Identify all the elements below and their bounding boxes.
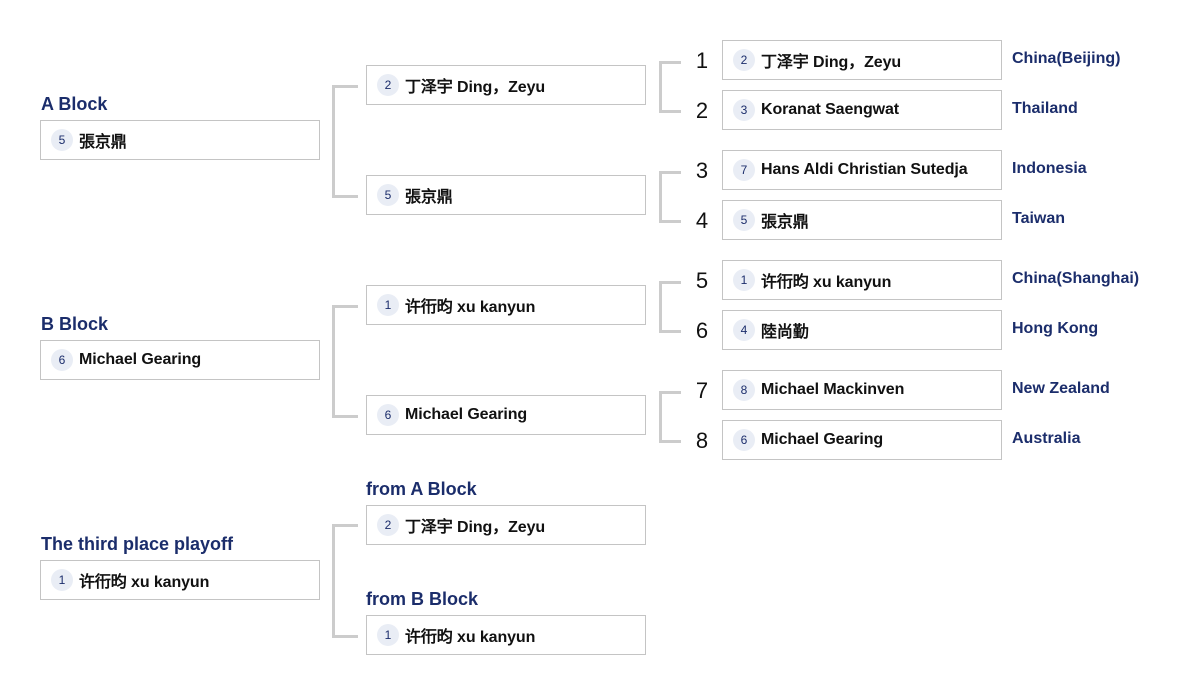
a-block-winner[interactable]: 5 張京鼎 (40, 120, 320, 160)
player-name: 張京鼎 (761, 214, 809, 231)
entrant-row[interactable]: 4 陸尚勤 (722, 310, 1002, 350)
player-name: Michael Gearing (405, 406, 528, 423)
b-block-connector (332, 305, 358, 418)
seed-badge: 8 (733, 379, 755, 401)
seed-badge: 2 (377, 74, 399, 96)
third-place-heading: The third place playoff (41, 534, 234, 554)
seed-badge: 1 (733, 269, 755, 291)
seed-badge: 1 (377, 294, 399, 316)
player-name: 張京鼎 (405, 189, 453, 206)
country-label: China(Beijing) (1012, 50, 1121, 67)
rank-number: 7 (695, 378, 709, 403)
player-name: Michael Mackinven (761, 381, 905, 398)
country-label: Indonesia (1012, 160, 1087, 177)
player-name: 張京鼎 (79, 134, 127, 151)
seed-badge: 2 (377, 514, 399, 536)
seed-badge: 5 (51, 129, 73, 151)
a-block-heading: A Block (41, 94, 108, 114)
third-place-semi-2[interactable]: 1 许衎昀 xu kanyun (366, 615, 646, 655)
country-label: Hong Kong (1012, 320, 1099, 337)
country-label: Taiwan (1012, 210, 1066, 227)
rank-number: 5 (695, 268, 709, 293)
player-name: Michael Gearing (761, 431, 884, 448)
player-name: Hans Aldi Christian Sutedja (761, 161, 968, 178)
player-name: 许衎昀 xu kanyun (405, 629, 536, 646)
seed-badge: 6 (377, 404, 399, 426)
entrant-row[interactable]: 1 许衎昀 xu kanyun (722, 260, 1002, 300)
a-block-semi-2[interactable]: 5 張京鼎 (366, 175, 646, 215)
player-name: Michael Gearing (79, 351, 202, 368)
a-block-semi-1[interactable]: 2 丁泽宇 Ding，Zeyu (366, 65, 646, 105)
country-label: Thailand (1012, 100, 1078, 117)
rank-number: 4 (695, 208, 709, 233)
b-block-semi-1[interactable]: 1 许衎昀 xu kanyun (366, 285, 646, 325)
entrant-row[interactable]: 8 Michael Mackinven (722, 370, 1002, 410)
player-name: 许衎昀 xu kanyun (79, 574, 210, 591)
rank-number: 8 (695, 428, 709, 453)
player-name: 丁泽宇 Ding，Zeyu (405, 519, 546, 536)
from-a-block-label: from A Block (366, 479, 477, 499)
seed-badge: 2 (733, 49, 755, 71)
b-block-heading: B Block (41, 314, 109, 334)
rank-number: 2 (695, 98, 709, 123)
player-name: 许衎昀 xu kanyun (761, 274, 892, 291)
rank-number: 6 (695, 318, 709, 343)
seed-badge: 1 (51, 569, 73, 591)
entrant-row[interactable]: 5 張京鼎 (722, 200, 1002, 240)
pair-1-connector (659, 61, 681, 113)
entrant-row[interactable]: 2 丁泽宇 Ding，Zeyu (722, 40, 1002, 80)
b-block-semi-2[interactable]: 6 Michael Gearing (366, 395, 646, 435)
entrant-row[interactable]: 3 Koranat Saengwat (722, 90, 1002, 130)
seed-badge: 6 (51, 349, 73, 371)
seed-badge: 1 (377, 624, 399, 646)
seed-badge: 7 (733, 159, 755, 181)
seed-badge: 5 (377, 184, 399, 206)
pair-2-connector (659, 171, 681, 223)
rank-number: 1 (695, 48, 709, 73)
seed-badge: 4 (733, 319, 755, 341)
seed-badge: 3 (733, 99, 755, 121)
b-block-winner[interactable]: 6 Michael Gearing (40, 340, 320, 380)
pair-4-connector (659, 391, 681, 443)
player-name: 丁泽宇 Ding，Zeyu (405, 79, 546, 96)
third-place-semi-1[interactable]: 2 丁泽宇 Ding，Zeyu (366, 505, 646, 545)
player-name: Koranat Saengwat (761, 101, 899, 118)
player-name: 丁泽宇 Ding，Zeyu (761, 54, 902, 71)
from-b-block-label: from B Block (366, 589, 479, 609)
country-label: China(Shanghai) (1012, 270, 1140, 287)
seed-badge: 5 (733, 209, 755, 231)
country-label: Australia (1012, 430, 1081, 447)
country-label: New Zealand (1012, 380, 1110, 397)
player-name: 陸尚勤 (761, 324, 809, 341)
rank-number: 3 (695, 158, 709, 183)
pair-3-connector (659, 281, 681, 333)
a-block-connector (332, 85, 358, 198)
third-place-winner[interactable]: 1 许衎昀 xu kanyun (40, 560, 320, 600)
player-name: 许衎昀 xu kanyun (405, 299, 536, 316)
seed-badge: 6 (733, 429, 755, 451)
entrant-row[interactable]: 7 Hans Aldi Christian Sutedja (722, 150, 1002, 190)
entrant-row[interactable]: 6 Michael Gearing (722, 420, 1002, 460)
third-place-connector (332, 524, 358, 638)
